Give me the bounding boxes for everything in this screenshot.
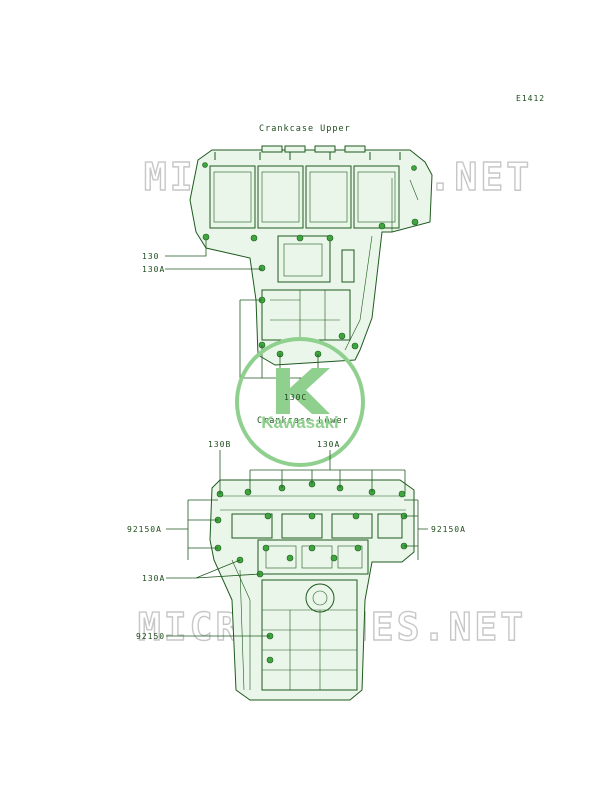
upper-crankcase-title: Crankcase Upper — [259, 124, 351, 134]
part-label-92150a-right: 92150A — [431, 525, 466, 534]
diagram-code: E1412 — [516, 94, 546, 103]
part-label-130b: 130B — [208, 440, 232, 449]
logo-text: Kawasaki — [261, 413, 339, 432]
crankcase-upper-drawing — [165, 145, 433, 392]
part-label-130c: 130C — [284, 393, 308, 402]
logo-k-mark — [276, 368, 330, 414]
part-label-130: 130 — [142, 252, 160, 261]
part-label-92150: 92150 — [136, 632, 166, 641]
kawasaki-logo-watermark: Kawasaki — [235, 337, 365, 467]
crankcase-lower-drawing — [166, 450, 428, 701]
part-label-92150a-left: 92150A — [127, 525, 162, 534]
part-label-130a-upper: 130A — [142, 265, 166, 274]
part-label-130a-top: 130A — [317, 440, 341, 449]
part-label-130a-lower: 130A — [142, 574, 166, 583]
lower-crankcase-title: Crankcase Lower — [257, 416, 349, 426]
